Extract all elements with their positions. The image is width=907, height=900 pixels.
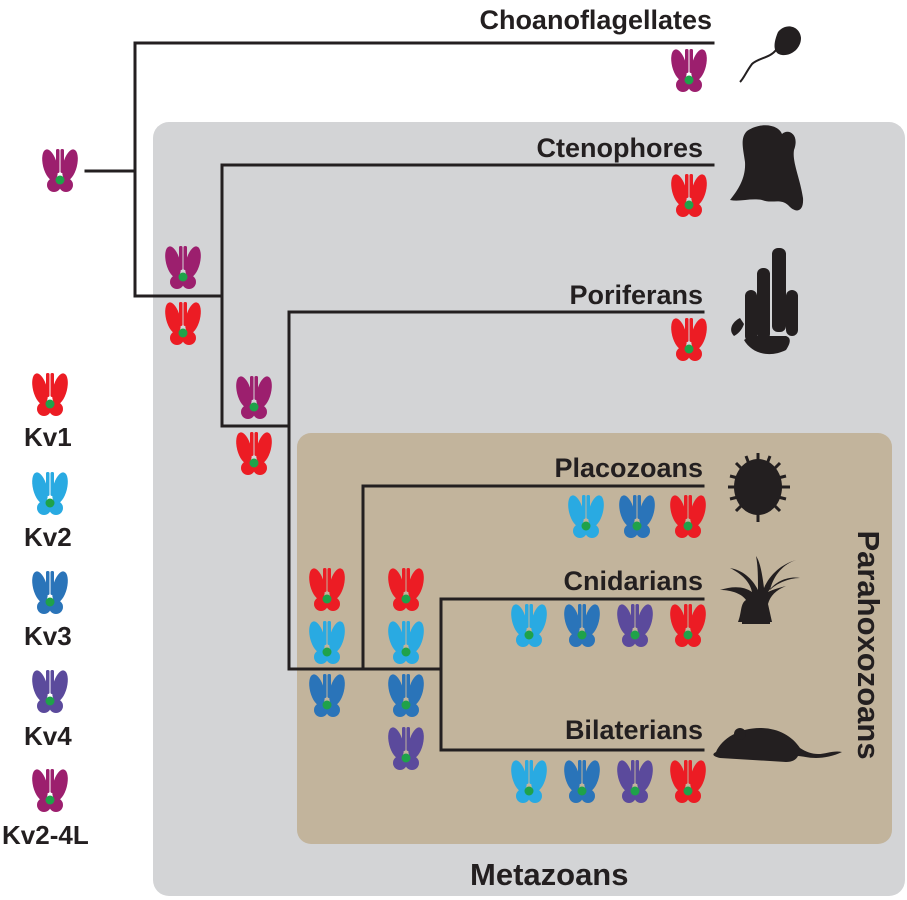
bilaterians-channel-kv2 <box>511 760 547 803</box>
parahoxozoa-node-channel-kv3 <box>309 674 345 717</box>
choanoflagellates-channel-kv2-4l <box>671 49 707 92</box>
ctenophore-icon <box>730 125 804 211</box>
parahoxozoans-label: Parahoxozoans <box>851 530 886 760</box>
cnidaria-bilateria-node-channel-kv4 <box>388 727 424 770</box>
sponge-icon <box>731 248 798 355</box>
anemone-icon <box>720 556 800 624</box>
legend-icon-kv2-4l <box>32 769 68 812</box>
tree-branches <box>84 41 715 752</box>
bilaterians-channel-kv1 <box>670 760 706 803</box>
bilaterians-channel-kv3 <box>564 760 600 803</box>
placozoans-channel-kv2 <box>568 495 604 538</box>
taxon-label-ctenophores: Ctenophores <box>536 133 703 163</box>
root-channel-kv2-4l <box>42 149 78 192</box>
taxon-label-poriferans: Poriferans <box>569 280 703 310</box>
legend-label-kv1: Kv1 <box>24 422 72 452</box>
choanoflagellate-icon <box>739 26 801 83</box>
channel-icons <box>32 49 707 812</box>
placozoan-icon <box>728 453 790 522</box>
legend-label-kv2: Kv2 <box>24 522 72 552</box>
legend-label-kv3: Kv3 <box>24 621 72 651</box>
legend-label-kv4: Kv4 <box>24 721 72 751</box>
legend-icon-kv4 <box>32 670 68 713</box>
bilaterians-channel-kv4 <box>617 760 653 803</box>
legend-icon-kv2 <box>32 472 68 515</box>
poriferans-channel-kv1 <box>671 318 707 361</box>
legend-icon-kv3 <box>32 571 68 614</box>
cnidarians-channel-kv4 <box>617 604 653 647</box>
post-ctenophore-node-channel-kv2-4l <box>236 376 272 419</box>
post-ctenophore-node-channel-kv1 <box>236 432 272 475</box>
ctenophores-channel-kv1 <box>671 174 707 217</box>
parahoxozoa-node-channel-kv2 <box>309 621 345 664</box>
organism-silhouettes <box>713 26 842 762</box>
placozoans-channel-kv3 <box>619 495 655 538</box>
cnidaria-bilateria-node-channel-kv2 <box>388 621 424 664</box>
metazoans-label: Metazoans <box>470 857 629 892</box>
legend-icon-kv1 <box>32 373 68 416</box>
parahoxozoa-node-channel-kv1 <box>309 568 345 611</box>
cnidarians-channel-kv3 <box>564 604 600 647</box>
taxon-label-cnidarians: Cnidarians <box>563 566 703 596</box>
cnidaria-bilateria-node-channel-kv3 <box>388 674 424 717</box>
cnidarians-channel-kv1 <box>670 604 706 647</box>
metazoa-node-channel-kv2-4l <box>165 246 201 289</box>
taxon-label-bilaterians: Bilaterians <box>564 715 703 745</box>
cnidarians-channel-kv2 <box>511 604 547 647</box>
taxon-label-choanoflagellates: Choanoflagellates <box>479 5 712 35</box>
legend-label-kv2-4l: Kv2-4L <box>2 820 89 850</box>
placozoans-channel-kv1 <box>670 495 706 538</box>
cnidaria-bilateria-node-channel-kv1 <box>388 568 424 611</box>
mouse-icon <box>713 728 842 762</box>
metazoa-node-channel-kv1 <box>165 302 201 345</box>
taxon-label-placozoans: Placozoans <box>554 453 703 483</box>
